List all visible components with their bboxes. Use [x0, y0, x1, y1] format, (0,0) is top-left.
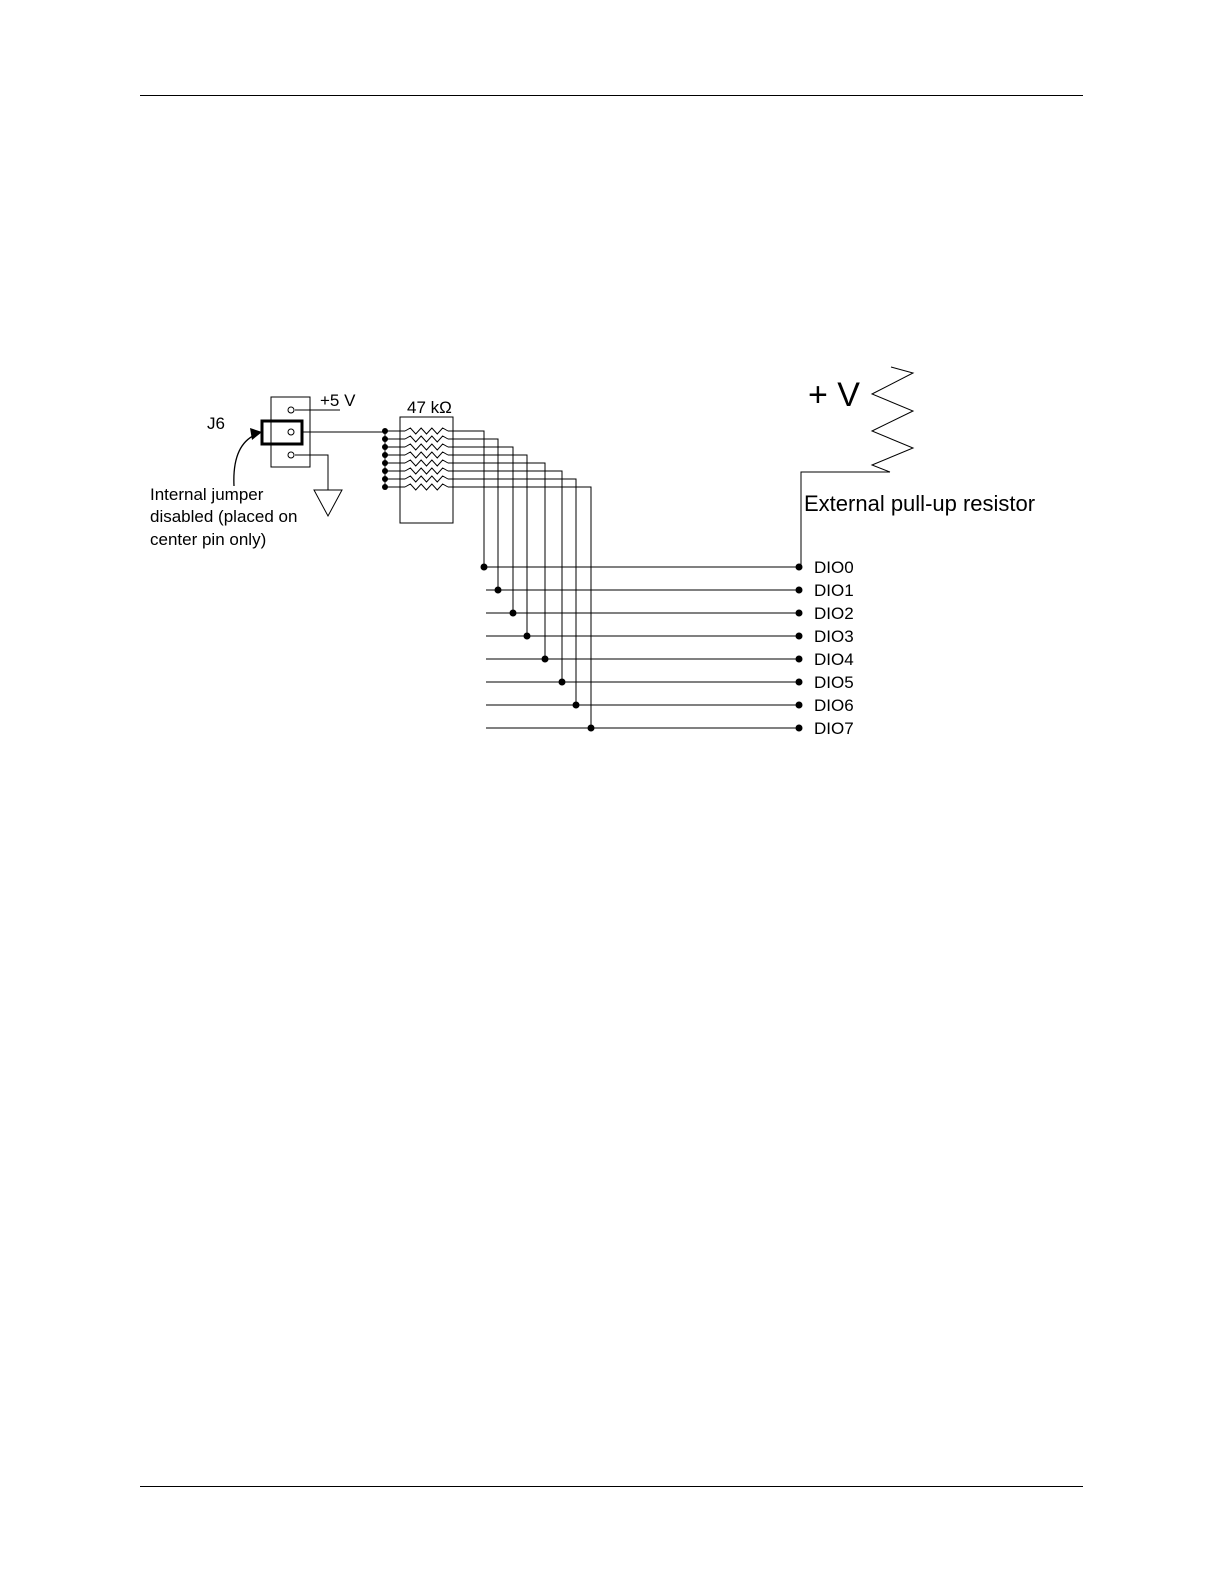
resistor-output-wire [448, 463, 545, 659]
resistor-output-wire [448, 447, 513, 613]
external-resistor-zigzag [872, 367, 913, 472]
dio-terminal-dot [796, 679, 803, 686]
resistor-value-label: 47 kΩ [407, 398, 452, 417]
dio-terminal-dot [796, 725, 803, 732]
jumper-pointer-arrow [234, 434, 257, 486]
dio-label-dio0: DIO0 [814, 558, 854, 577]
jumper-pin-bottom [288, 452, 294, 458]
dio-label-dio2: DIO2 [814, 604, 854, 623]
external-pullup-label: External pull-up resistor [804, 491, 1035, 516]
dio-label-dio5: DIO5 [814, 673, 854, 692]
arrow-head [250, 428, 262, 440]
plus5v-label: +5 V [320, 391, 356, 410]
dio-terminal-dot [796, 610, 803, 617]
resistor-element [405, 468, 448, 474]
resistor-element [405, 476, 448, 482]
resistor-element [405, 484, 448, 490]
resistor-network-elements [382, 428, 448, 490]
dio-label-dio6: DIO6 [814, 696, 854, 715]
resistor-element [405, 460, 448, 466]
jumper-note-line1: Internal jumper [150, 485, 264, 504]
dio-terminal-dot [796, 656, 803, 663]
resistor-element [405, 436, 448, 442]
jumper-pin-top [288, 407, 294, 413]
dio-terminal-dot [796, 587, 803, 594]
ground-symbol [314, 490, 342, 516]
resistor-element [405, 444, 448, 450]
j6-label: J6 [207, 414, 225, 433]
jumper-note-line3: center pin only) [150, 530, 266, 549]
resistor-element [405, 452, 448, 458]
dio-label-dio4: DIO4 [814, 650, 854, 669]
plus-v-label: + V [808, 376, 860, 414]
dio-wiring [448, 431, 803, 732]
jumper-cap [262, 421, 302, 444]
resistor-output-wire [448, 487, 591, 728]
dio-terminal-dot [796, 702, 803, 709]
dio-label-dio7: DIO7 [814, 719, 854, 738]
dio-label-dio1: DIO1 [814, 581, 854, 600]
resistor-output-wire [448, 479, 576, 705]
resistor-output-wire [448, 455, 527, 636]
external-resistor-lead [801, 472, 890, 567]
resistor-network-body [400, 417, 453, 523]
resistor-element [405, 428, 448, 434]
jumper-note-line2: disabled (placed on [150, 507, 297, 526]
dio-label-dio3: DIO3 [814, 627, 854, 646]
dio-terminal-dot [796, 633, 803, 640]
jumper-pin-center [288, 429, 294, 435]
